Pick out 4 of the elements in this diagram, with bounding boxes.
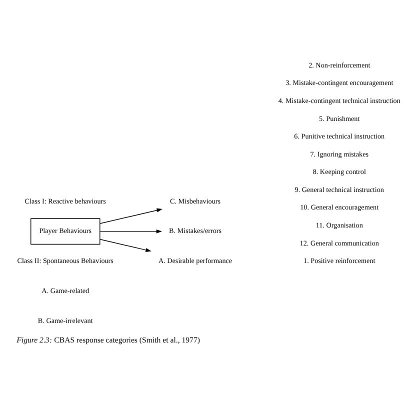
arrow (100, 238, 152, 252)
caption: Figure 2.3: CBAS response categories (Smith et al., 1977) (16, 334, 200, 344)
arrow (100, 208, 162, 224)
arrow (100, 228, 162, 233)
